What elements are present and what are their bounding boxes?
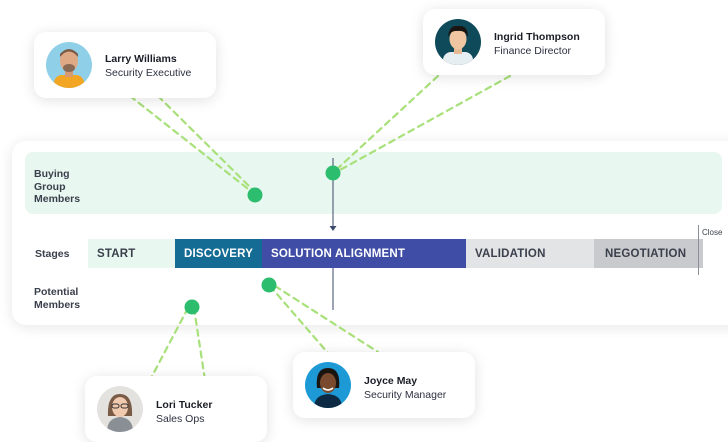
- close-label: Close: [702, 228, 723, 237]
- person-card-joyce[interactable]: Joyce May Security Manager: [293, 352, 475, 418]
- avatar: [305, 362, 351, 408]
- close-divider: [698, 225, 699, 275]
- stage-label: SOLUTION ALIGNMENT: [271, 247, 406, 260]
- stage-label: START: [97, 247, 136, 260]
- person-card-larry[interactable]: Larry Williams Security Executive: [34, 32, 216, 98]
- stage-start[interactable]: START: [88, 239, 175, 268]
- person-name: Joyce May: [364, 375, 418, 387]
- person-role: Finance Director: [494, 45, 572, 57]
- person-role: Sales Ops: [156, 413, 205, 425]
- person-name: Larry Williams: [105, 53, 177, 65]
- buying-group-label: Buying Group Members: [34, 168, 81, 205]
- avatar: [435, 19, 481, 65]
- stage-label: NEGOTIATION: [605, 247, 687, 260]
- stages-label: Stages: [35, 248, 70, 260]
- stage-label: DISCOVERY: [184, 247, 254, 260]
- avatar: [97, 386, 143, 432]
- avatar: [46, 42, 92, 88]
- person-role: Security Executive: [105, 67, 192, 79]
- potential-members-label: Potential Members: [34, 286, 81, 311]
- stage-validation[interactable]: VALIDATION: [466, 239, 594, 268]
- stage-label: VALIDATION: [475, 247, 546, 260]
- person-role: Security Manager: [364, 389, 447, 401]
- person-card-ingrid[interactable]: Ingrid Thompson Finance Director: [423, 9, 605, 75]
- person-name: Ingrid Thompson: [494, 31, 580, 43]
- stage-solution-alignment[interactable]: SOLUTION ALIGNMENT: [262, 239, 466, 268]
- stage-discovery[interactable]: DISCOVERY: [175, 239, 262, 268]
- person-card-lori[interactable]: Lori Tucker Sales Ops: [85, 376, 267, 442]
- stage-negotiation[interactable]: NEGOTIATION: [594, 239, 703, 268]
- buying-group-band: [25, 152, 722, 214]
- person-name: Lori Tucker: [156, 399, 213, 411]
